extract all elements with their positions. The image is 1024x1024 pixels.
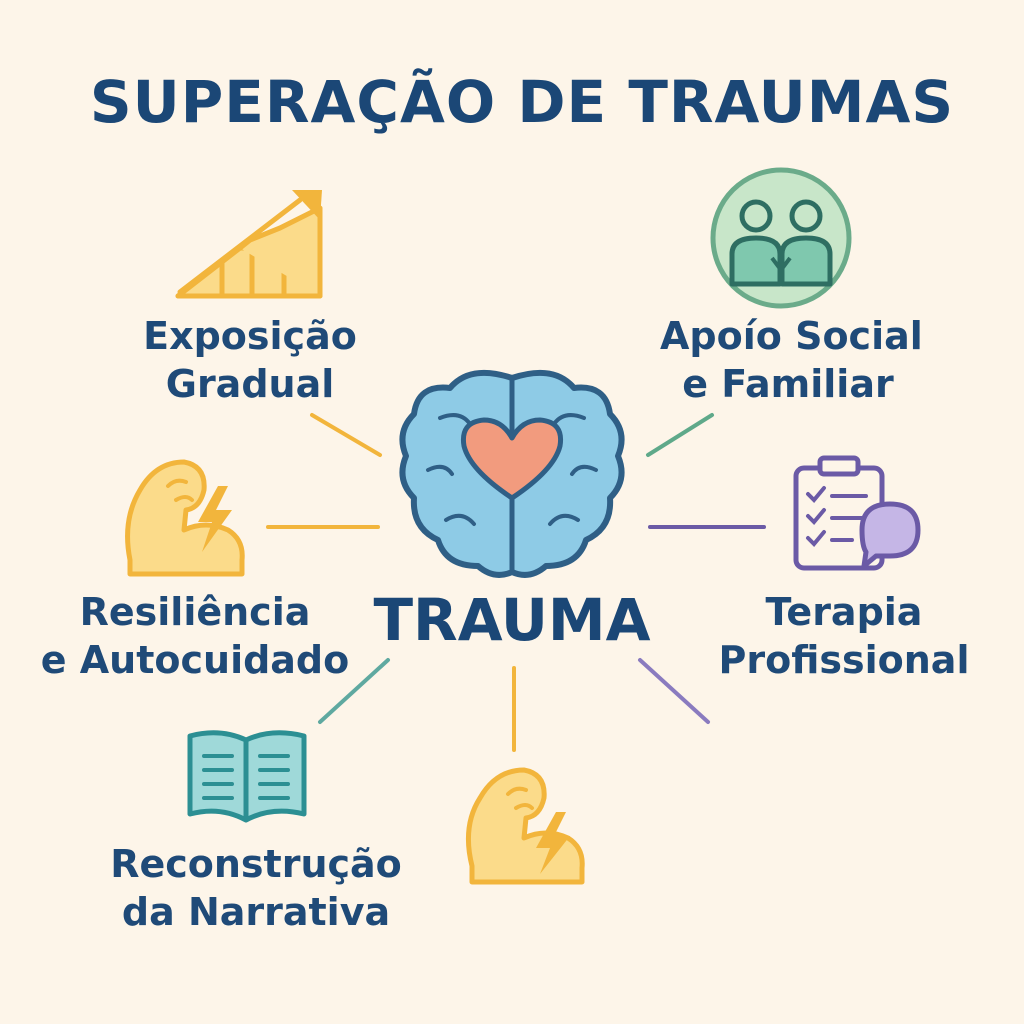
label-line: e Autocuidado xyxy=(40,638,350,682)
label-line: Terapia xyxy=(765,590,923,634)
label-line: e Familiar xyxy=(682,362,894,406)
label-line: Profissional xyxy=(718,638,970,682)
connector-narrativa xyxy=(318,658,390,724)
node-label-terapia: Terapia Profissional xyxy=(716,588,972,684)
connector-exposicao xyxy=(310,413,382,457)
connector-right-lower xyxy=(638,658,710,724)
connector-apoio xyxy=(646,413,714,457)
node-label-resiliencia: Resiliência e Autocuidado xyxy=(40,588,350,684)
label-line: Gradual xyxy=(165,362,335,406)
center-label: TRAUMA xyxy=(373,586,651,654)
label-line: da Narrativa xyxy=(121,890,391,934)
node-label-apoio: Apoío Social e Familiar xyxy=(660,312,923,408)
label-line: Resiliência xyxy=(79,590,311,634)
label-line: Reconstrução xyxy=(110,842,402,886)
page-title: SUPERAÇÃO DE TRAUMAS xyxy=(89,68,955,136)
label-line: Exposição xyxy=(143,314,357,358)
node-label-exposicao: Exposição Gradual xyxy=(140,312,360,408)
node-label-narrativa: Reconstrução da Narrativa xyxy=(108,840,404,936)
label-line: Apoío Social xyxy=(660,314,923,358)
